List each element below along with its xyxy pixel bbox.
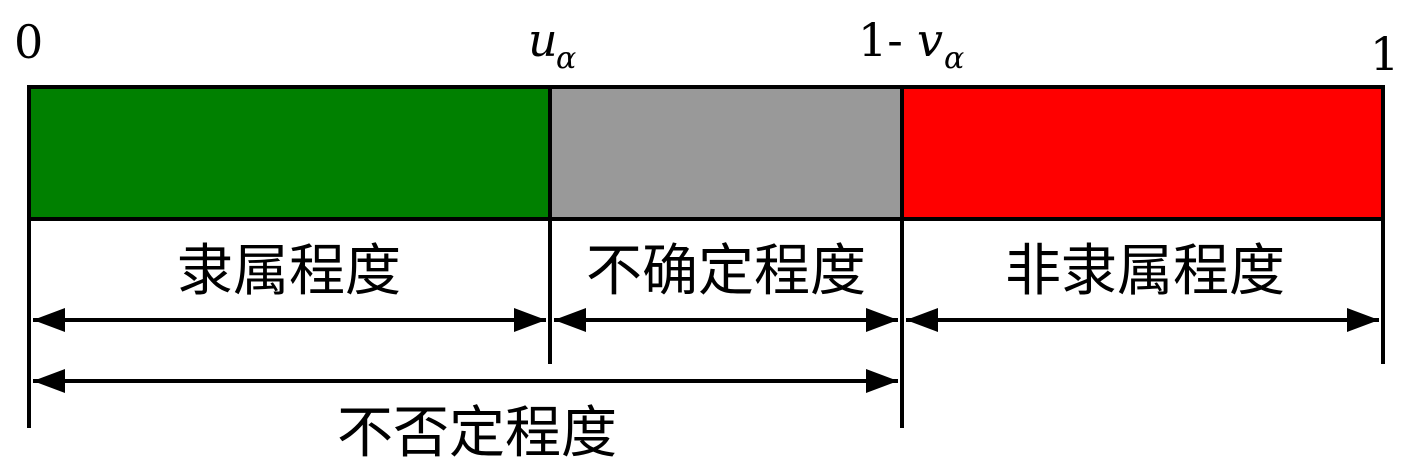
non-membership-segment bbox=[900, 85, 1385, 221]
tick-one-minus-v-alpha: 1- v α bbox=[858, 13, 964, 76]
v-subscript: α bbox=[944, 41, 964, 76]
membership-segment bbox=[27, 85, 552, 221]
one-minus-text: 1- bbox=[858, 13, 903, 67]
non-negation-label: 不否定程度 bbox=[337, 401, 617, 466]
tick-zero: 0 bbox=[14, 15, 43, 69]
u-subscript: α bbox=[556, 41, 576, 76]
uncertainty-segment bbox=[548, 85, 904, 221]
non-membership-label: 非隶属程度 bbox=[1005, 239, 1285, 304]
uncertainty-label: 不确定程度 bbox=[586, 239, 866, 304]
membership-label: 隶属程度 bbox=[177, 239, 401, 304]
v-symbol: v bbox=[917, 13, 943, 67]
tick-one: 1 bbox=[1370, 27, 1399, 81]
tick-u-alpha: u α bbox=[528, 13, 576, 76]
u-symbol: u bbox=[528, 13, 558, 67]
